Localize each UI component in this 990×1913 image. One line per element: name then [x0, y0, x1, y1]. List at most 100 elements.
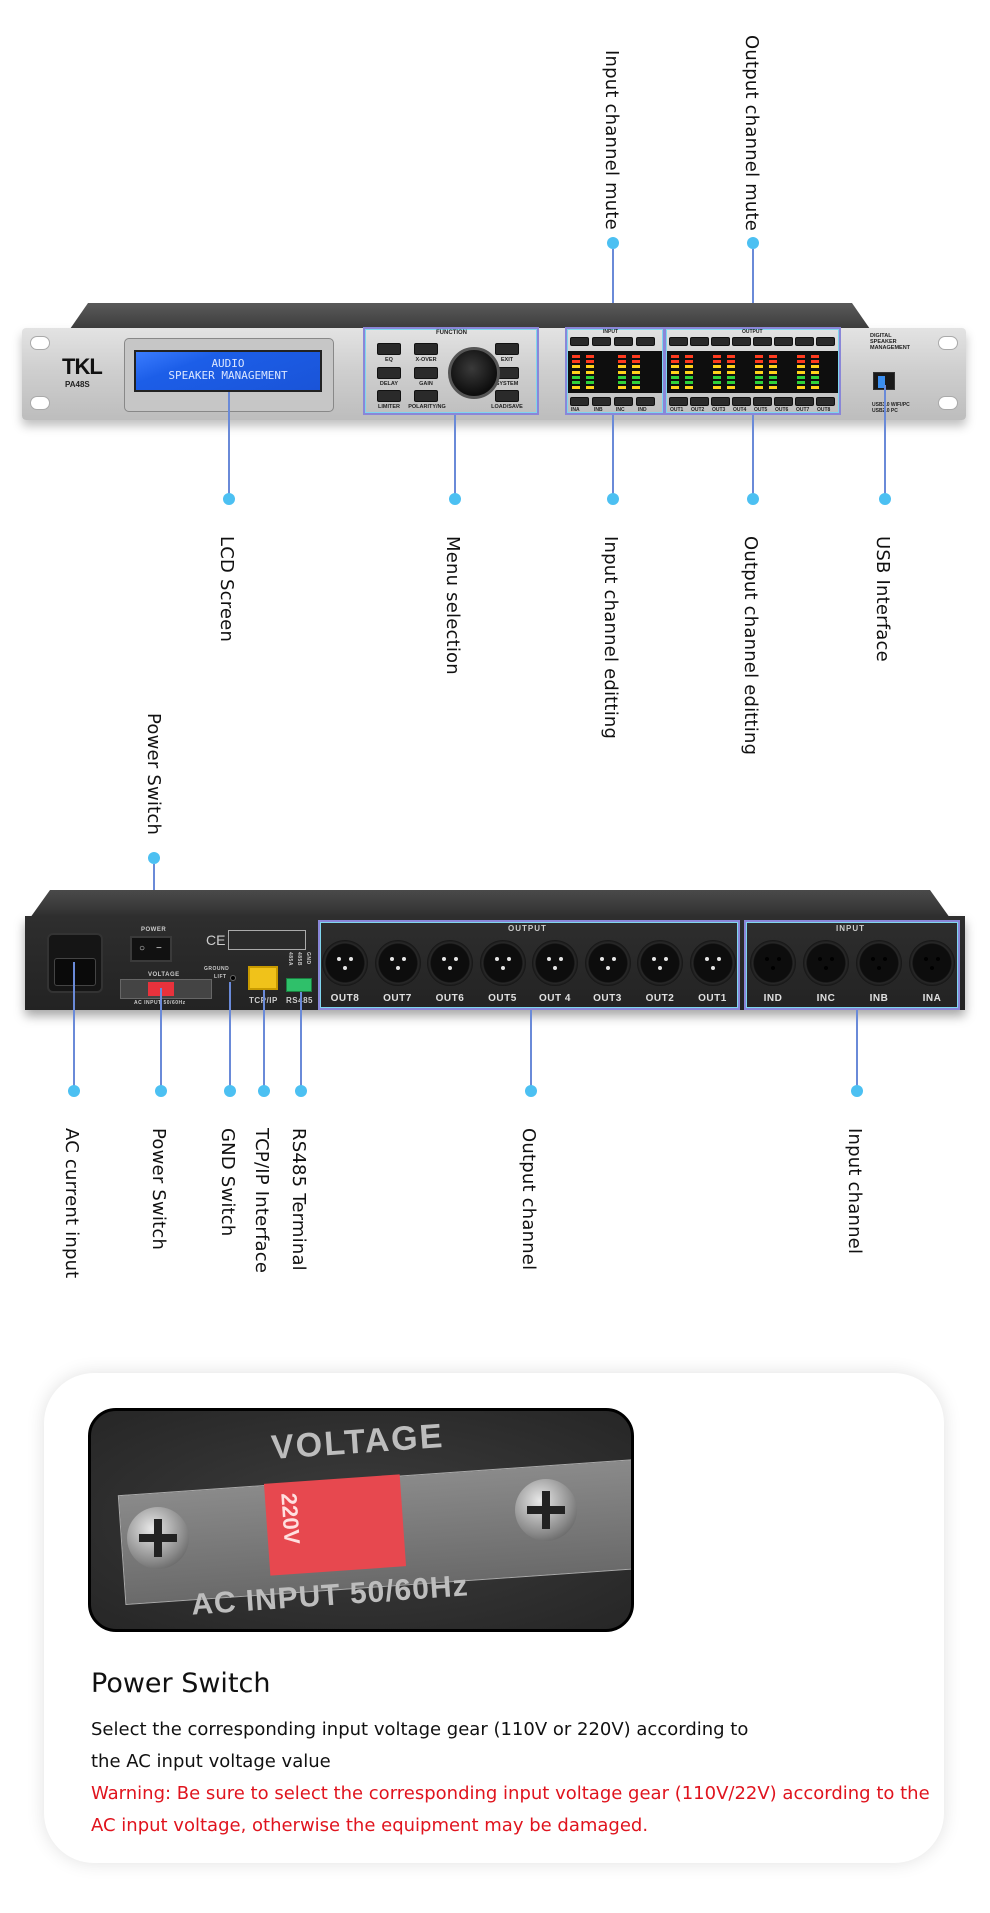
rotary-encoder-knob[interactable] — [448, 347, 500, 399]
output-edit-button[interactable] — [732, 397, 751, 406]
xlr-male-output-jack[interactable] — [322, 940, 368, 986]
output-mute-button[interactable] — [711, 337, 730, 346]
input-edit-button-c[interactable] — [614, 397, 633, 406]
led-indicator — [713, 360, 721, 364]
led-indicator — [811, 386, 819, 390]
caution-label — [228, 930, 306, 950]
output-edit-button[interactable] — [690, 397, 709, 406]
output-mute-button[interactable] — [795, 337, 814, 346]
xlr-male-output-jack[interactable] — [532, 940, 578, 986]
output-edit-button[interactable] — [711, 397, 730, 406]
input-mute-button-d[interactable] — [636, 337, 655, 346]
input-label-b: INB — [594, 407, 603, 413]
lcd-screen: AUDIO SPEAKER MANAGEMENT — [134, 350, 322, 392]
output-edit-button[interactable] — [795, 397, 814, 406]
front-chassis-top — [70, 303, 870, 329]
callout-line — [612, 415, 614, 498]
connector-label: INA — [922, 993, 942, 1004]
power-switch[interactable]: ○− — [130, 936, 172, 962]
xlr-male-output-jack[interactable] — [374, 940, 421, 986]
output-edit-button[interactable] — [774, 397, 793, 406]
callout-line — [229, 982, 231, 1090]
callout-dot — [747, 237, 759, 249]
connector-label: OUT2 — [645, 993, 675, 1004]
callout-dot — [224, 1085, 236, 1097]
output-mute-button[interactable] — [669, 337, 688, 346]
brand-logo: TKL — [62, 354, 103, 379]
output-mute-button[interactable] — [774, 337, 793, 346]
led-indicator — [713, 355, 721, 358]
input-mute-button-b[interactable] — [592, 337, 611, 346]
led-indicator — [797, 365, 805, 369]
led-indicator — [586, 381, 594, 384]
exit-label: EXIT — [500, 357, 514, 363]
delay-label: DELAY — [379, 381, 399, 387]
xlr-male-output-jack[interactable] — [584, 940, 631, 986]
output-mute-button[interactable] — [690, 337, 709, 346]
rs485-terminal[interactable] — [286, 978, 312, 992]
led-indicator — [671, 360, 679, 364]
xlr-female-input-jack[interactable] — [909, 940, 955, 986]
polarity-button[interactable] — [414, 390, 438, 402]
callout-ac-current-input: AC current input — [61, 1128, 82, 1279]
output-mute-button[interactable] — [732, 337, 751, 346]
input-mute-button-a[interactable] — [570, 337, 589, 346]
eq-button[interactable] — [377, 343, 401, 355]
xlr-female-input-jack[interactable] — [856, 940, 902, 986]
limiter-button[interactable] — [377, 390, 401, 402]
load-save-button[interactable] — [495, 390, 519, 402]
xlr-female-input-jack[interactable] — [750, 940, 796, 986]
led-indicator — [572, 365, 580, 369]
led-indicator — [632, 370, 640, 374]
led-indicator — [586, 386, 594, 390]
ac-inlet-socket[interactable] — [54, 958, 96, 986]
input-edit-button-d[interactable] — [636, 397, 655, 406]
led-indicator — [797, 360, 805, 364]
callout-dot — [223, 493, 235, 505]
led-indicator — [586, 375, 594, 379]
output-button-label: OUT3 — [712, 407, 726, 413]
connector-label: INB — [869, 993, 889, 1004]
led-indicator — [586, 365, 594, 369]
callout-usb-interface: USB Interface — [872, 536, 893, 662]
xlr-male-output-jack[interactable] — [479, 940, 526, 986]
callout-dot — [68, 1085, 80, 1097]
led-indicator — [618, 360, 626, 364]
rear-output-title: OUTPUT — [508, 924, 547, 933]
callout-lcd-screen: LCD Screen — [216, 536, 237, 643]
led-indicator — [769, 381, 777, 384]
led-indicator — [618, 375, 626, 379]
led-indicator — [797, 386, 805, 390]
callout-input-channel: Input channel — [844, 1128, 865, 1255]
callout-dot — [155, 1085, 167, 1097]
input-edit-button-a[interactable] — [570, 397, 589, 406]
output-mute-button[interactable] — [816, 337, 835, 346]
card-title: Power Switch — [91, 1668, 271, 1699]
led-indicator — [572, 386, 580, 390]
delay-button[interactable] — [377, 367, 401, 379]
xlr-male-output-jack[interactable] — [637, 940, 683, 986]
exit-button[interactable] — [495, 343, 519, 355]
ground-lift-switch[interactable] — [230, 975, 236, 981]
output-edit-button[interactable] — [753, 397, 772, 406]
output-edit-button[interactable] — [816, 397, 835, 406]
callout-dot — [449, 493, 461, 505]
input-edit-button-b[interactable] — [592, 397, 611, 406]
led-indicator — [755, 375, 763, 379]
callout-line — [752, 415, 754, 498]
tcpip-port[interactable] — [248, 966, 278, 990]
output-button-label: OUT6 — [775, 407, 789, 413]
led-indicator — [572, 370, 580, 374]
system-label: SYSTEM — [495, 381, 519, 387]
led-indicator — [618, 370, 626, 374]
xlr-female-input-jack[interactable] — [803, 940, 849, 986]
output-edit-button[interactable] — [669, 397, 688, 406]
led-indicator — [572, 360, 580, 364]
rack-ear-hole — [30, 336, 50, 350]
output-mute-button[interactable] — [753, 337, 772, 346]
gain-button[interactable] — [414, 367, 438, 379]
xlr-male-output-jack[interactable] — [689, 940, 736, 986]
xlr-male-output-jack[interactable] — [427, 940, 473, 986]
x-over-button[interactable] — [414, 343, 438, 355]
input-mute-button-c[interactable] — [614, 337, 633, 346]
